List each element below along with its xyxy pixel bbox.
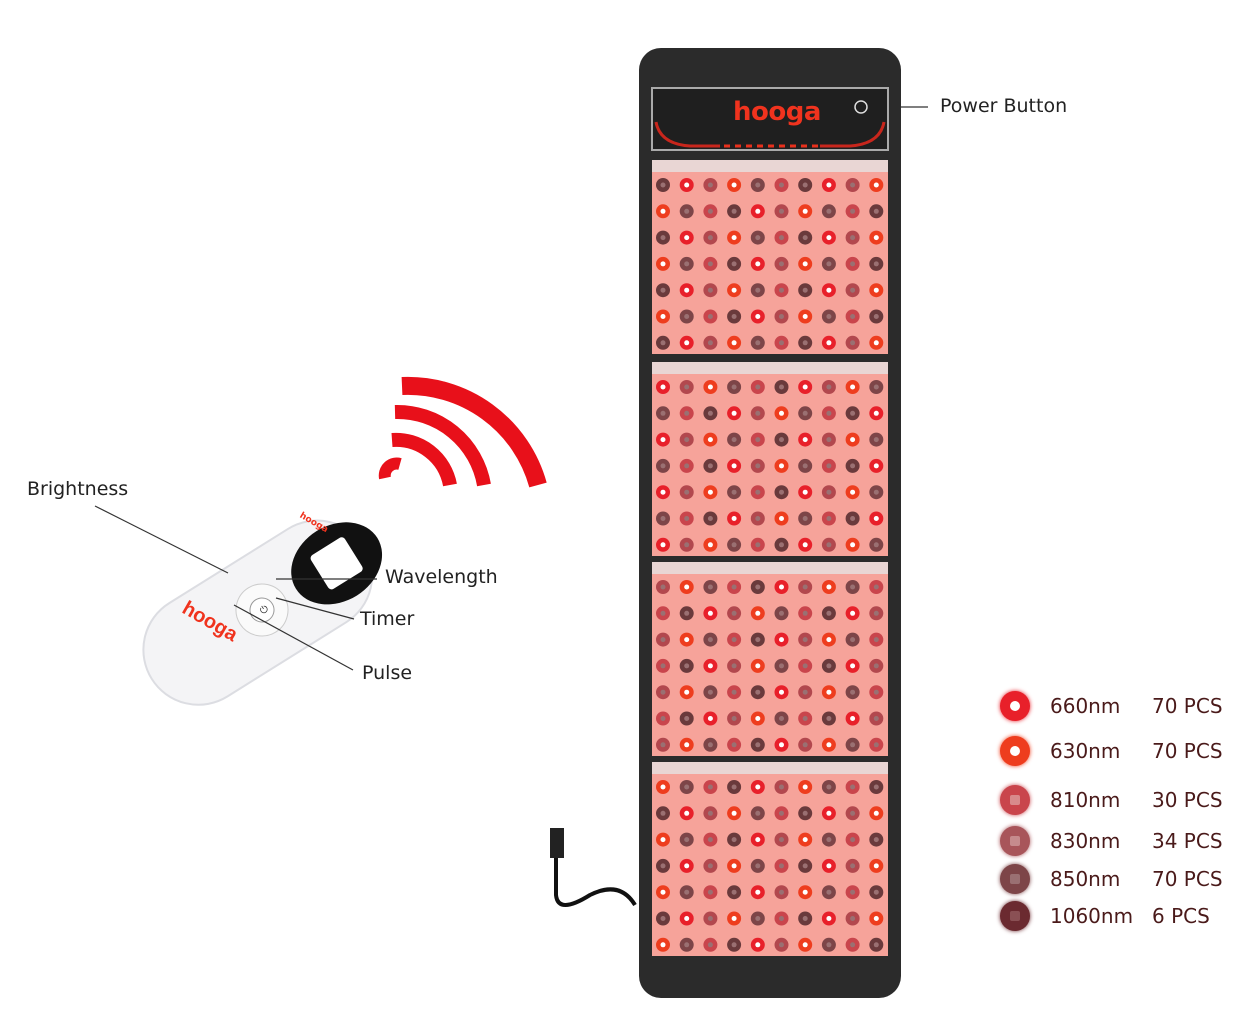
legend-item: 1060nm 6 PCS	[1000, 899, 1210, 933]
led-810nm-icon	[1000, 785, 1030, 815]
legend-item: 810nm 30 PCS	[1000, 783, 1223, 817]
legend-count: 6 PCS	[1152, 904, 1210, 928]
legend-item: 660nm 70 PCS	[1000, 689, 1223, 723]
legend-count: 70 PCS	[1152, 867, 1223, 891]
legend-count: 30 PCS	[1152, 788, 1223, 812]
brightness-label: Brightness	[27, 478, 129, 500]
led-1060nm-icon	[1000, 901, 1030, 931]
legend-wavelength: 850nm	[1050, 867, 1121, 891]
legend-wavelength: 1060nm	[1050, 904, 1134, 928]
power-cable	[554, 832, 637, 907]
legend-wavelength: 830nm	[1050, 829, 1121, 853]
led-630nm-icon	[1000, 736, 1030, 766]
wireless-signal-icon	[378, 376, 547, 488]
legend-count: 70 PCS	[1152, 694, 1223, 718]
legend-wavelength: 810nm	[1050, 788, 1121, 812]
control-header	[651, 87, 889, 151]
remote-control: ⏻	[142, 519, 383, 706]
power-button-icon[interactable]	[854, 100, 868, 114]
legend-count: 34 PCS	[1152, 829, 1223, 853]
panel-brand-logo: hooga	[733, 97, 821, 127]
remote-power-button	[249, 597, 275, 623]
power-button-label: Power Button	[940, 95, 1068, 117]
timer-label: Timer	[360, 608, 415, 630]
pulse-label: Pulse	[362, 662, 413, 684]
legend-item: 830nm 34 PCS	[1000, 824, 1223, 858]
led-850nm-icon	[1000, 864, 1030, 894]
legend-wavelength: 660nm	[1050, 694, 1121, 718]
led-830nm-icon	[1000, 826, 1030, 856]
led-660nm-icon	[1000, 691, 1030, 721]
legend-count: 70 PCS	[1152, 739, 1223, 763]
callout-lines	[94, 106, 928, 671]
wavelength-label: Wavelength	[385, 566, 498, 588]
legend-item: 850nm 70 PCS	[1000, 862, 1223, 896]
legend-wavelength: 630nm	[1050, 739, 1121, 763]
legend-item: 630nm 70 PCS	[1000, 734, 1223, 768]
